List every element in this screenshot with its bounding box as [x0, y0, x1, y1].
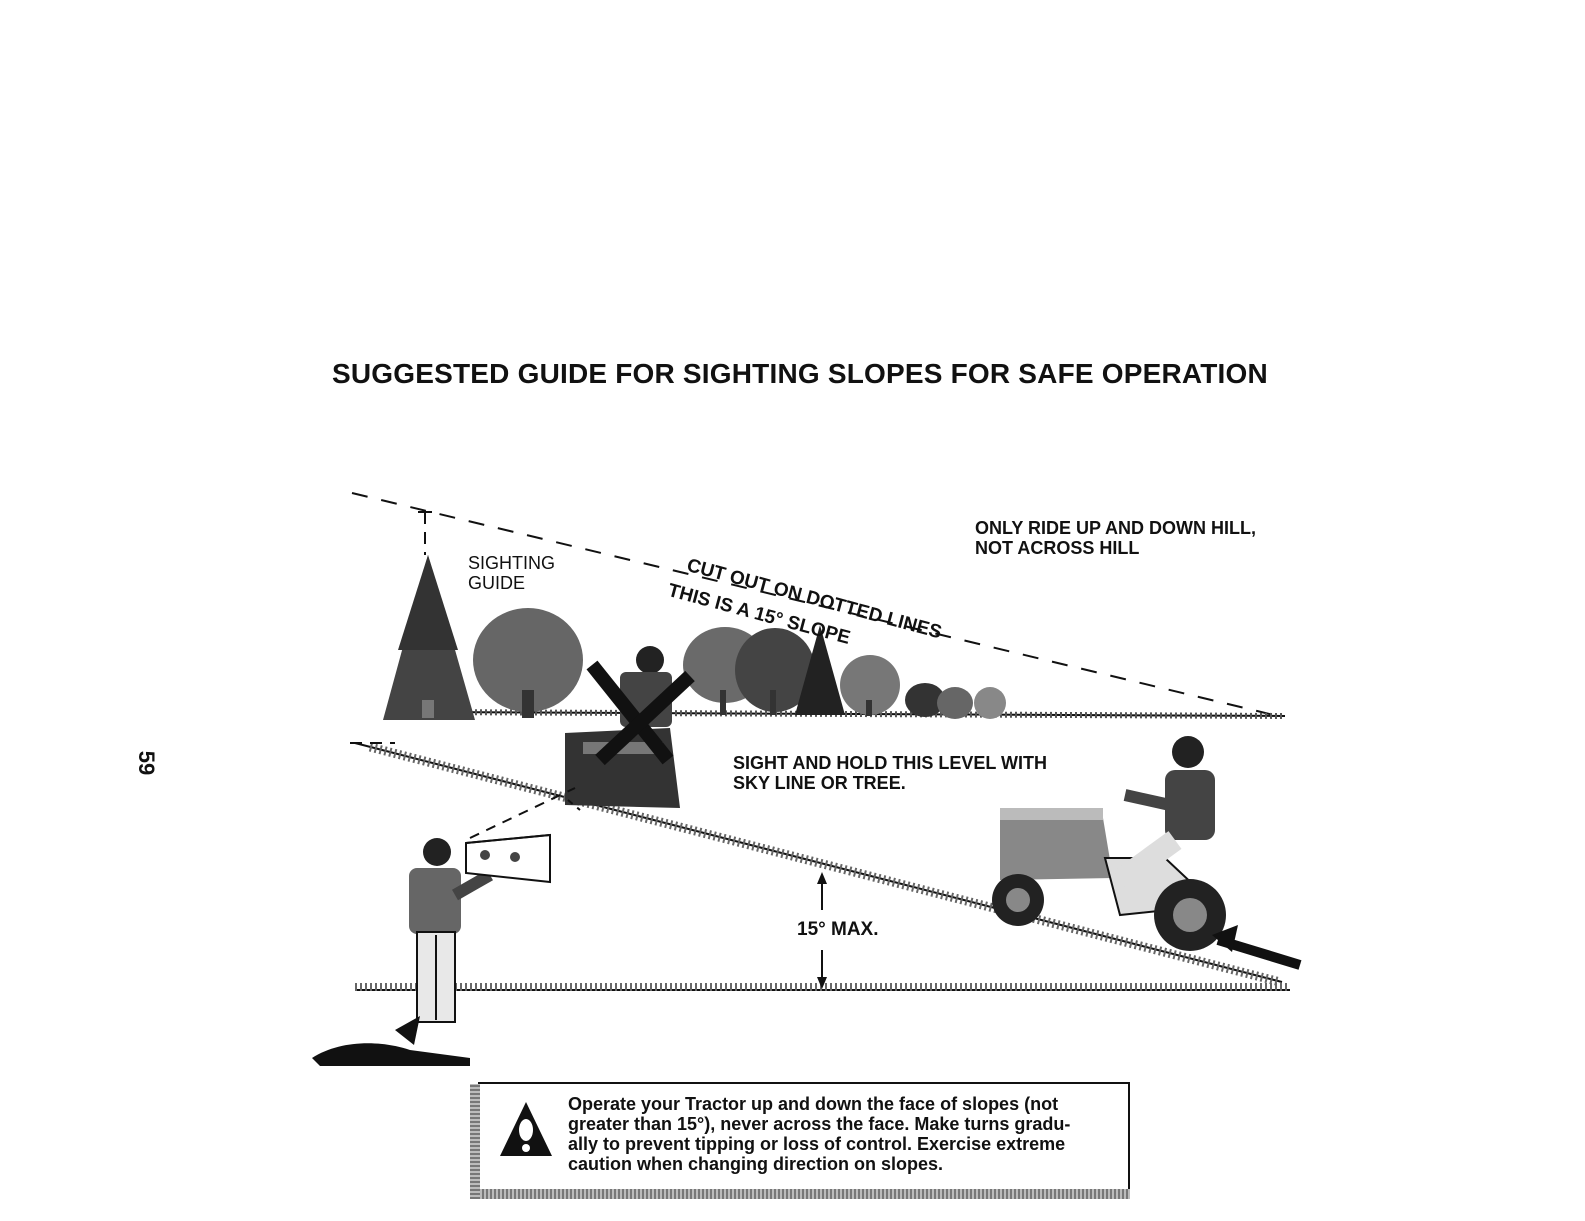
warning-box: Operate your Tractor up and down the fac…	[470, 1082, 1130, 1199]
pine-tree-icon	[383, 555, 475, 720]
ride-note-label: ONLY RIDE UP AND DOWN HILL, NOT ACROSS H…	[975, 518, 1257, 558]
tractor-up-hill-icon	[992, 736, 1302, 970]
sighting-guide-label: SIGHTING GUIDE	[468, 553, 556, 593]
page-title: SUGGESTED GUIDE FOR SIGHTING SLOPES FOR …	[332, 358, 1268, 389]
sighting-dashed-line	[351, 492, 1283, 718]
warning-text: Operate your Tractor up and down the fac…	[568, 1094, 1071, 1174]
tractor-across-hill-crossed-icon	[565, 646, 695, 808]
max-angle-label: 15° MAX.	[797, 919, 879, 940]
slope-line	[354, 742, 1283, 983]
person-with-sighting-guide-icon	[312, 787, 576, 1066]
warning-triangle-icon	[500, 1102, 552, 1156]
deciduous-tree-icon	[473, 608, 583, 718]
sight-note-label: SIGHT AND HOLD THIS LEVEL WITH SKY LINE …	[733, 753, 1047, 793]
tree-group-icon	[683, 625, 1006, 719]
